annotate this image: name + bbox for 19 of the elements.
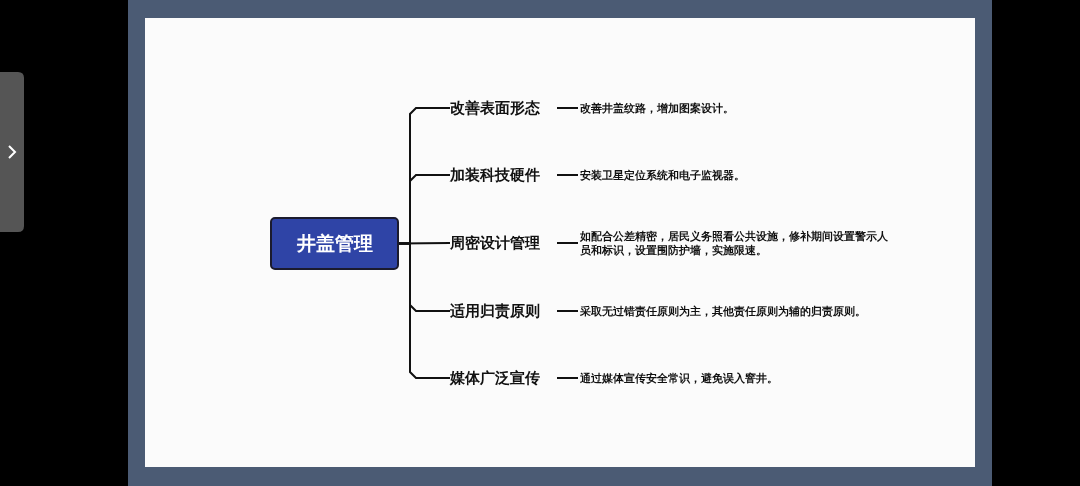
topic-box <box>270 217 399 270</box>
branch-label: 周密设计管理 <box>450 233 540 253</box>
branch-label: 加装科技硬件 <box>450 165 540 185</box>
description-text: 改善井盖纹路，增加图案设计。 <box>580 100 734 116</box>
description-text: 通过媒体宣传安全常识，避免误入窨井。 <box>580 370 778 386</box>
connector-line <box>556 242 579 244</box>
description-text: 采取无过错责任原则为主，其他责任原则为辅的归责原则。 <box>580 303 866 319</box>
topic-title: 井盖管理 <box>296 230 373 256</box>
description-text: 如配合公差精密，居民义务照看公共设施，修补期间设置警示人员和标识，设置围防护墙，实施限速。 <box>580 228 889 258</box>
branch-label: 媒体广泛宣传 <box>450 368 540 388</box>
branch-label: 适用归责原则 <box>450 301 540 321</box>
branch-label: 改善表面形态 <box>450 98 540 118</box>
connector-line <box>556 107 579 109</box>
connector-line <box>556 174 579 176</box>
description-text: 安装卫星定位系统和电子监视器。 <box>580 167 745 183</box>
connector-line <box>398 242 451 379</box>
connector-line <box>398 242 451 245</box>
connector-line <box>556 377 579 379</box>
connector-line <box>556 310 579 312</box>
